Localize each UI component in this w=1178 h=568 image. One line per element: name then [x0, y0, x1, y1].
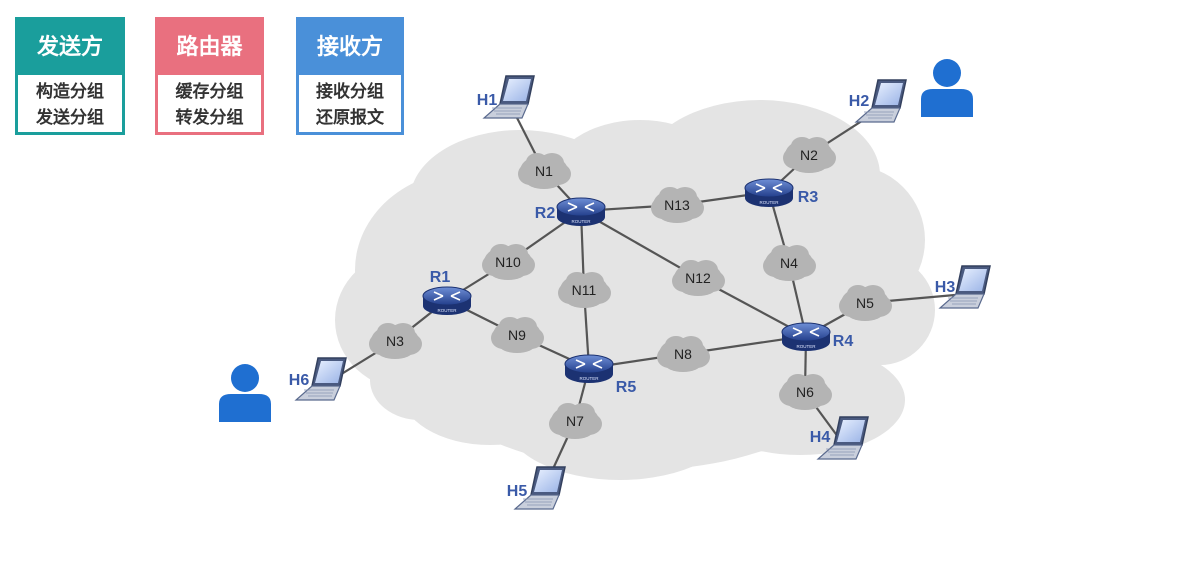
- network-label: N7: [566, 413, 584, 429]
- legend-sender-body: 构造分组 发送分组: [18, 75, 122, 131]
- network-label: N13: [664, 197, 690, 213]
- legend-receiver-line1: 接收分组: [316, 82, 384, 102]
- legend-sender-title: 发送方: [18, 20, 122, 75]
- network-cloud-n1: N1: [518, 153, 571, 189]
- network-cloud-n12: N12: [672, 260, 725, 296]
- router-arrows-icon: [755, 183, 783, 193]
- network-cloud-n13: N13: [651, 187, 704, 223]
- sender-user-icon: [219, 364, 271, 422]
- host-label: H6: [289, 372, 310, 389]
- router-badge: ROUTER: [572, 219, 592, 224]
- router-badge: ROUTER: [797, 344, 817, 349]
- network-cloud-n6: N6: [779, 374, 832, 410]
- router-label: R5: [616, 379, 637, 396]
- legend-receiver-body: 接收分组 还原报文: [299, 75, 401, 131]
- router-arrows-icon: [575, 359, 603, 369]
- router-r1: ROUTER: [422, 286, 472, 315]
- network-label: N4: [780, 255, 798, 271]
- network-cloud-n9: N9: [491, 317, 544, 353]
- network-cloud-n4: N4: [763, 245, 816, 281]
- legend-receiver: 接收方 接收分组 还原报文: [296, 17, 404, 135]
- network-cloud-n7: N7: [549, 403, 602, 439]
- network-cloud-n10: N10: [482, 244, 535, 280]
- host-h6-laptop-icon: [294, 357, 347, 401]
- router-badge: ROUTER: [438, 308, 458, 313]
- legend-sender: 发送方 构造分组 发送分组: [15, 17, 125, 135]
- host-label: H5: [507, 483, 528, 500]
- host-label: H2: [849, 93, 870, 110]
- network-label: N11: [572, 282, 597, 298]
- network-label: N8: [674, 346, 692, 362]
- network-label: N5: [856, 295, 874, 311]
- legend-router-line1: 缓存分组: [175, 82, 244, 102]
- node-layer: N1N2N3N4N5N6N7N8N9N10N11N12N13ROUTERROUT…: [219, 59, 991, 510]
- receiver-user-icon: [921, 59, 973, 117]
- network-label: N12: [685, 270, 711, 286]
- network-label: N3: [386, 333, 404, 349]
- network-cloud-n2: N2: [783, 137, 836, 173]
- router-r4: ROUTER: [781, 322, 831, 351]
- legend-sender-line2: 发送分组: [36, 108, 104, 128]
- network-cloud-n3: N3: [369, 323, 422, 359]
- router-label: R2: [535, 205, 556, 222]
- legend-router-line2: 转发分组: [175, 108, 244, 128]
- network-cloud-n8: N8: [657, 336, 710, 372]
- legend-router-title: 路由器: [158, 20, 261, 75]
- router-arrows-icon: [567, 202, 595, 212]
- network-label: N10: [495, 254, 521, 270]
- router-r2: ROUTER: [556, 197, 606, 226]
- legend-router-body: 缓存分组 转发分组: [158, 75, 261, 131]
- router-badge: ROUTER: [760, 200, 780, 205]
- legend-router: 路由器 缓存分组 转发分组: [155, 17, 264, 135]
- router-arrows-icon: [433, 291, 461, 301]
- cloud-puff: [370, 340, 470, 420]
- host-h3-laptop-icon: [938, 265, 991, 309]
- router-badge: ROUTER: [580, 376, 600, 381]
- host-h5-laptop-icon: [513, 466, 566, 510]
- network-cloud-n5: N5: [839, 285, 892, 321]
- router-label: R3: [798, 189, 819, 206]
- router-r5: ROUTER: [564, 354, 614, 383]
- router-label: R1: [430, 269, 451, 286]
- network-cloud-n11: N11: [558, 272, 611, 308]
- network-label: N9: [508, 327, 526, 343]
- legend-receiver-title: 接收方: [299, 20, 401, 75]
- host-h4-laptop-icon: [816, 416, 869, 460]
- host-h1-laptop-icon: [482, 75, 535, 119]
- host-label: H3: [935, 279, 956, 296]
- network-label: N1: [535, 163, 553, 179]
- legend-receiver-line2: 还原报文: [316, 108, 384, 128]
- legend-sender-line1: 构造分组: [36, 82, 104, 102]
- network-label: N6: [796, 384, 814, 400]
- network-label: N2: [800, 147, 818, 163]
- router-r3: ROUTER: [744, 178, 794, 207]
- router-arrows-icon: [792, 327, 820, 337]
- router-label: R4: [833, 333, 854, 350]
- host-label: H4: [810, 429, 831, 446]
- host-label: H1: [477, 92, 498, 109]
- host-h2-laptop-icon: [854, 79, 907, 123]
